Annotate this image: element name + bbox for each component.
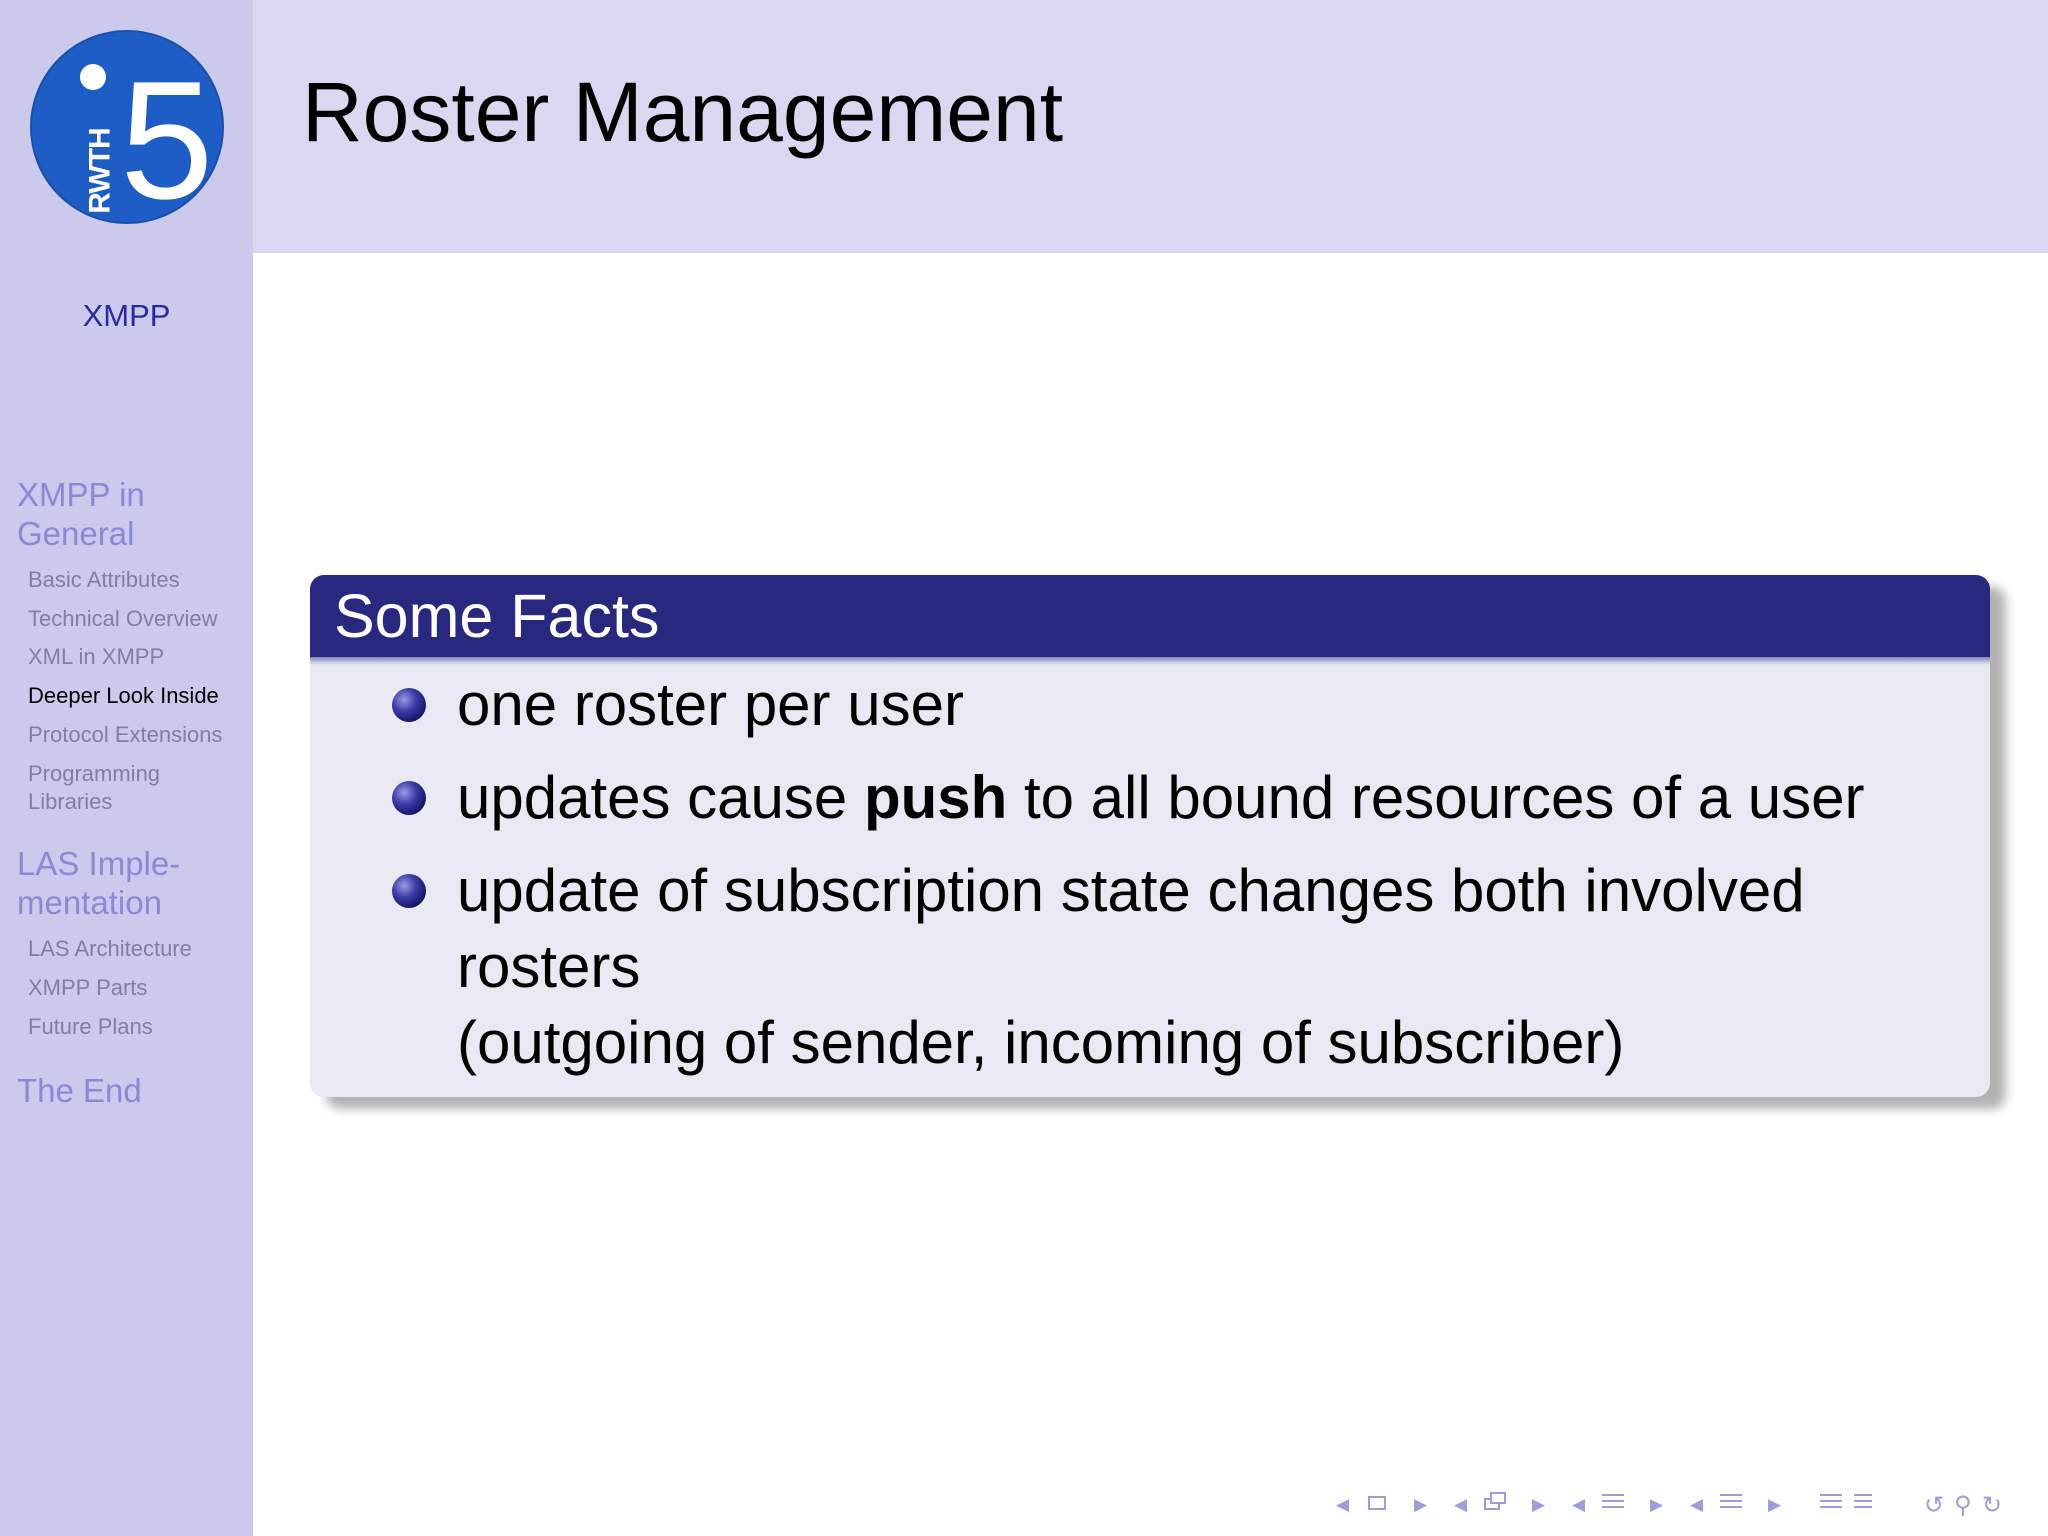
sidebar-section-label-line: XMPP in	[17, 476, 145, 513]
nav-prev-slide-arrow-icon[interactable]: ◀	[1336, 1495, 1350, 1515]
back-forward-icon[interactable]: ↺	[1924, 1491, 1945, 1519]
block-title: Some Facts	[334, 582, 660, 650]
logo-number: 5	[120, 46, 214, 234]
list-item-line: (outgoing of sender, incoming of subscri…	[457, 1009, 1625, 1076]
block-divider	[310, 657, 1990, 665]
sidebar-item-xmpp-parts[interactable]: XMPP Parts	[28, 975, 148, 1000]
sidebar-section-label-line: General	[17, 515, 135, 552]
appendix-nav-icon[interactable]	[1854, 1494, 1872, 1516]
sidebar-section-xmpp-in-general[interactable]: XMPP in General	[17, 475, 247, 553]
sidebar-item-protocol-extensions[interactable]: Protocol Extensions	[28, 722, 223, 747]
logo-area: RWTH 5	[0, 0, 253, 253]
logo-dot	[80, 64, 106, 90]
sidebar-section-the-end[interactable]: The End	[17, 1071, 247, 1110]
sidebar-item-xml-in-xmpp[interactable]: XML in XMPP	[28, 644, 165, 669]
slide-title: Roster Management	[302, 65, 1064, 159]
nav-prev-frame-arrow-icon[interactable]: ◀	[1454, 1495, 1468, 1515]
sidebar-short-title[interactable]: XMPP	[82, 298, 171, 333]
bullet-icon	[392, 874, 426, 908]
sidebar-section-label-line: mentation	[17, 884, 162, 921]
sidebar-item-programming-libraries[interactable]: Programming Libraries	[28, 760, 250, 816]
frame-nav-icon-back	[1490, 1492, 1506, 1504]
sidebar-section-label-line: The End	[17, 1072, 142, 1109]
forward-icon[interactable]: ↻	[1982, 1491, 2003, 1519]
sidebar-item-basic-attributes[interactable]: Basic Attributes	[28, 567, 180, 592]
list-item-line: rosters	[457, 933, 641, 1000]
list-item: updates cause push to all bound resource…	[457, 760, 1864, 836]
navigation-symbols: ◀ ▶ ◀ ▶ ◀ ▶ ◀ ▶ ↺ ⚲ ↻	[1330, 1488, 2030, 1522]
sidebar-item-technical-overview[interactable]: Technical Overview	[28, 606, 218, 631]
rwth-i5-logo: RWTH 5	[30, 30, 224, 224]
nav-next-subsection-arrow-icon[interactable]: ▶	[1650, 1495, 1664, 1515]
sidebar	[0, 253, 253, 1536]
nav-prev-subsection-arrow-icon[interactable]: ◀	[1572, 1495, 1586, 1515]
list-item-bold-text: push	[863, 764, 1008, 831]
sidebar-section-label-line: LAS Imple-	[17, 845, 181, 882]
nav-prev-section-arrow-icon[interactable]: ◀	[1690, 1495, 1704, 1515]
list-item-line: update of subscription state changes bot…	[457, 857, 1805, 924]
subsection-nav-icon[interactable]	[1602, 1494, 1624, 1516]
sidebar-item-deeper-look-inside[interactable]: Deeper Look Inside	[28, 683, 219, 708]
block-header: Some Facts	[310, 575, 1990, 657]
sidebar-item-label-line: Programming	[28, 761, 161, 786]
list-item-text: to all bound resources of a user	[1007, 764, 1865, 831]
header-bar	[253, 0, 2048, 253]
list-item-text: updates cause	[457, 764, 864, 831]
sidebar-item-las-architecture[interactable]: LAS Architecture	[28, 936, 192, 961]
nav-next-section-arrow-icon[interactable]: ▶	[1768, 1495, 1782, 1515]
list-item: one roster per user	[457, 671, 964, 738]
nav-next-slide-arrow-icon[interactable]: ▶	[1414, 1495, 1428, 1515]
sidebar-item-future-plans[interactable]: Future Plans	[28, 1014, 153, 1039]
logo-rwth-text: RWTH	[83, 128, 117, 214]
facts-block: Some Facts one roster per user updates c…	[310, 575, 1990, 1097]
sidebar-section-las-implementation[interactable]: LAS Imple- mentation	[17, 844, 247, 922]
bullet-icon	[392, 688, 426, 722]
slide-nav-icon[interactable]	[1368, 1496, 1386, 1510]
search-icon[interactable]: ⚲	[1954, 1491, 1972, 1519]
list-item: update of subscription state changes bot…	[457, 853, 1805, 1081]
document-nav-icon[interactable]	[1820, 1494, 1842, 1516]
nav-next-frame-arrow-icon[interactable]: ▶	[1532, 1495, 1546, 1515]
bullet-icon	[392, 781, 426, 815]
section-nav-icon[interactable]	[1720, 1494, 1742, 1516]
sidebar-item-label-line: Libraries	[28, 789, 113, 814]
